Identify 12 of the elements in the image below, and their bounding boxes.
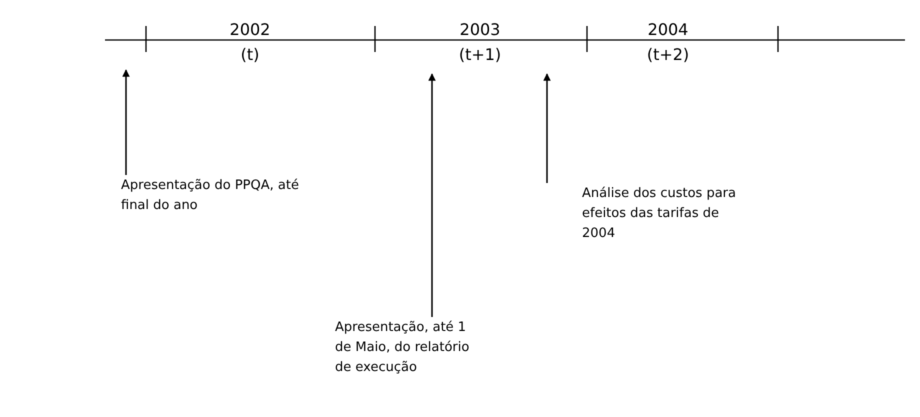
arrow	[543, 73, 551, 183]
milestone-note: Análise dos custos para efeitos das tarifas de 2004	[544, 184, 749, 244]
arrow	[428, 73, 436, 317]
milestone-note: Apresentação do PPQA, até final do ano	[121, 176, 301, 216]
year-label: 2004	[648, 21, 688, 39]
period-label: (t)	[240, 46, 260, 64]
year-label: 2003	[460, 21, 500, 39]
milestone-note: Apresentação, até 1 de Maio, do relatório de execução	[335, 318, 485, 378]
year-label: 2002	[230, 21, 270, 39]
period-label: (t+2)	[646, 46, 690, 64]
period-label: (t+1)	[458, 46, 502, 64]
arrow	[122, 69, 130, 175]
